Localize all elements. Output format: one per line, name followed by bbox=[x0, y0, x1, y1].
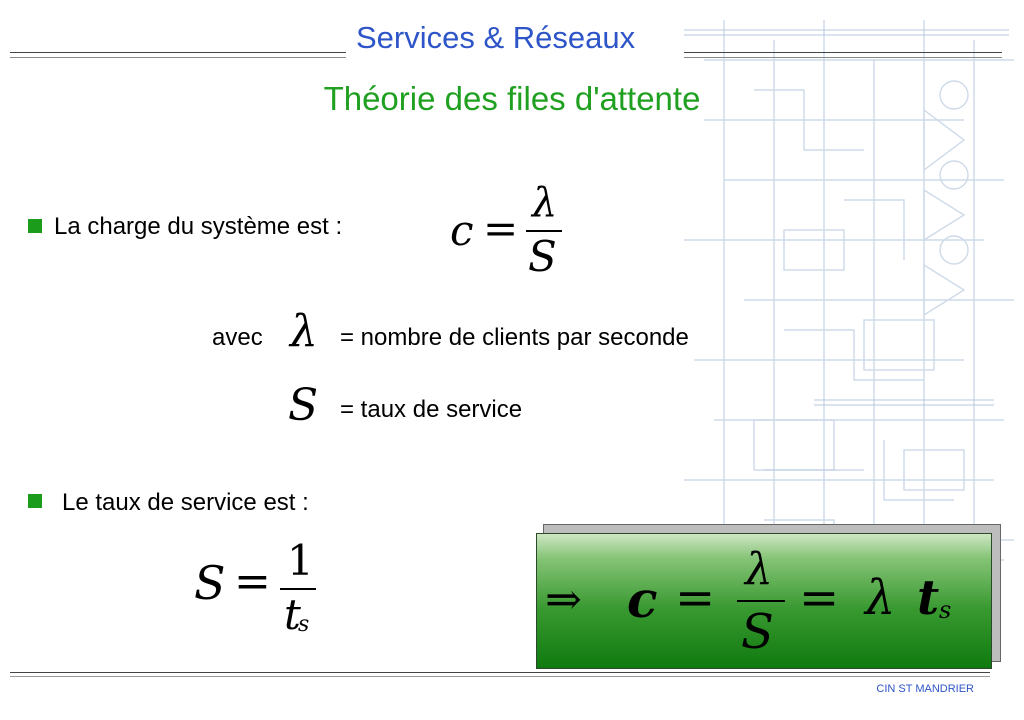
def-s-symbol: S bbox=[288, 380, 319, 431]
result-num: λ bbox=[745, 544, 773, 595]
def-s-text: = taux de service bbox=[340, 396, 523, 423]
header-title: Services & Réseaux bbox=[356, 20, 636, 55]
result-eq-1: = bbox=[675, 570, 716, 626]
formula-rate-den-sub: s bbox=[298, 612, 310, 637]
formula-load-num: λ bbox=[532, 180, 558, 226]
bullet-1-text: La charge du système est : bbox=[54, 213, 343, 240]
formula-rate-eq: = bbox=[234, 556, 271, 607]
formula-load-eq: = bbox=[483, 204, 519, 253]
bullet-2-text: Le taux de service est : bbox=[62, 489, 309, 516]
formula-load-bar bbox=[526, 230, 562, 232]
result-frac-bar bbox=[737, 600, 785, 602]
result-eq-2: = bbox=[799, 570, 840, 626]
def-lambda-text: = nombre de clients par seconde bbox=[340, 324, 689, 351]
result-formula-box: ⇒ c = λ S = λ t s bbox=[536, 533, 992, 669]
def-prefix: avec bbox=[212, 324, 263, 351]
result-t-sub: s bbox=[939, 596, 952, 624]
circuit-background bbox=[684, 20, 1014, 660]
implies-arrow-icon: ⇒ bbox=[545, 574, 582, 625]
formula-load-lhs: c bbox=[450, 206, 474, 255]
formula-rate-bar bbox=[280, 588, 316, 590]
result-lambda: λ bbox=[865, 570, 896, 626]
formula-rate-lhs: S bbox=[194, 556, 226, 610]
def-lambda-symbol: λ bbox=[290, 306, 318, 357]
result-t: t bbox=[917, 570, 940, 626]
header-rule-left bbox=[10, 52, 346, 58]
formula-load-den: S bbox=[528, 232, 557, 281]
footer-rule bbox=[10, 672, 990, 677]
formula-rate-den: t bbox=[284, 590, 301, 639]
slide-subtitle: Théorie des files d'attente bbox=[323, 80, 701, 117]
bullet-square-icon bbox=[28, 219, 42, 233]
result-den: S bbox=[741, 604, 774, 660]
result-c: c bbox=[627, 570, 658, 629]
formula-rate-num: 1 bbox=[287, 536, 314, 585]
header-rule-right bbox=[684, 52, 1002, 58]
bullet-square-icon bbox=[28, 494, 42, 508]
footer-text: CIN ST MANDRIER bbox=[876, 683, 974, 695]
